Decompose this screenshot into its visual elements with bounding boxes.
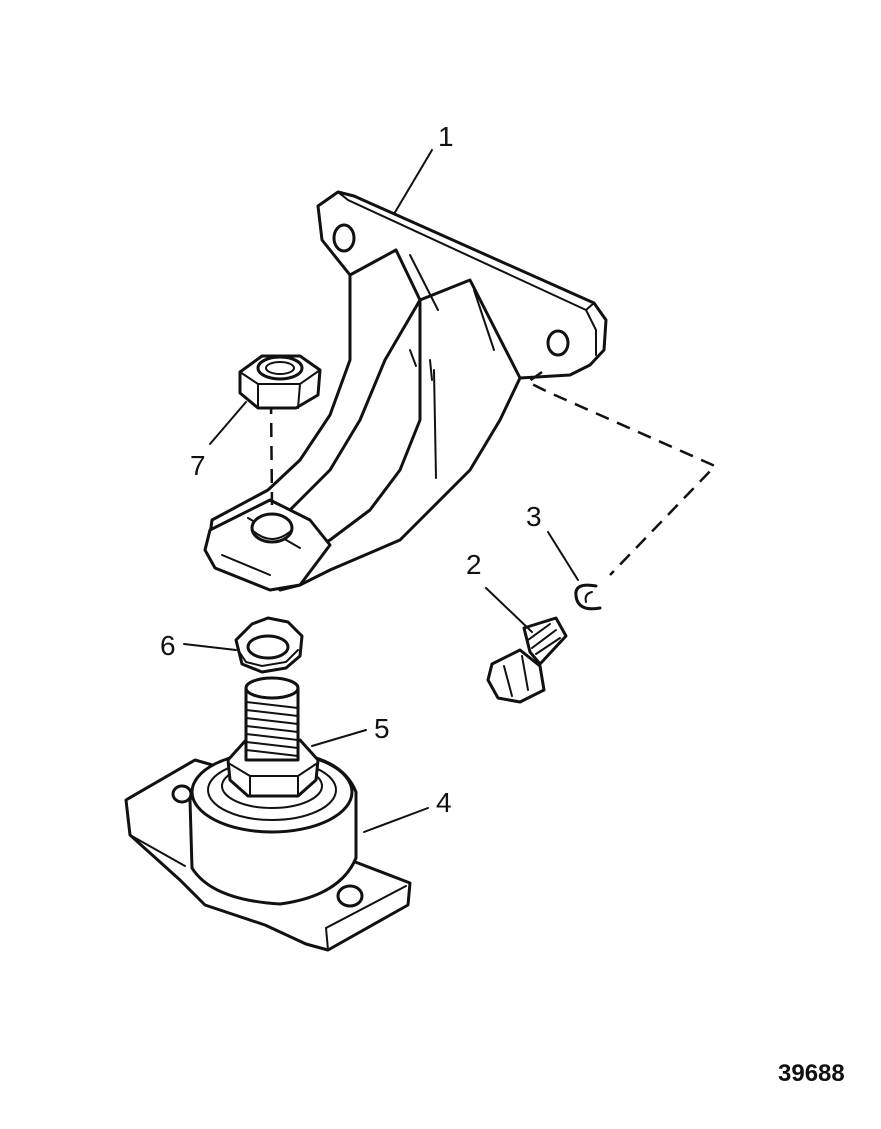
part-3-clip xyxy=(574,583,602,611)
leader-line-7 xyxy=(209,401,247,445)
callout-5: 5 xyxy=(374,713,390,744)
leader-line-2 xyxy=(485,587,533,633)
callout-2: 2 xyxy=(466,549,482,580)
part-2-bolt xyxy=(486,616,568,704)
dashed-guide-bolt xyxy=(525,370,718,576)
callout-3: 3 xyxy=(526,501,542,532)
dashed-guide-stud xyxy=(269,399,274,506)
callout-1: 1 xyxy=(438,121,454,152)
leader-line-6 xyxy=(183,643,237,651)
leader-line-3 xyxy=(547,531,579,581)
leader-line-4 xyxy=(363,807,429,833)
callout-4: 4 xyxy=(436,787,452,818)
part-1-bracket xyxy=(203,190,608,592)
callout-7: 7 xyxy=(190,450,206,481)
leader-line-5 xyxy=(311,729,367,747)
figure-id-label: 39688 xyxy=(778,1060,845,1087)
part-6-tab-washer xyxy=(234,616,304,674)
threaded-stud xyxy=(244,676,300,762)
callout-6: 6 xyxy=(160,630,176,661)
part-7-hex-nut xyxy=(238,354,322,410)
leader-line-1 xyxy=(393,149,433,215)
